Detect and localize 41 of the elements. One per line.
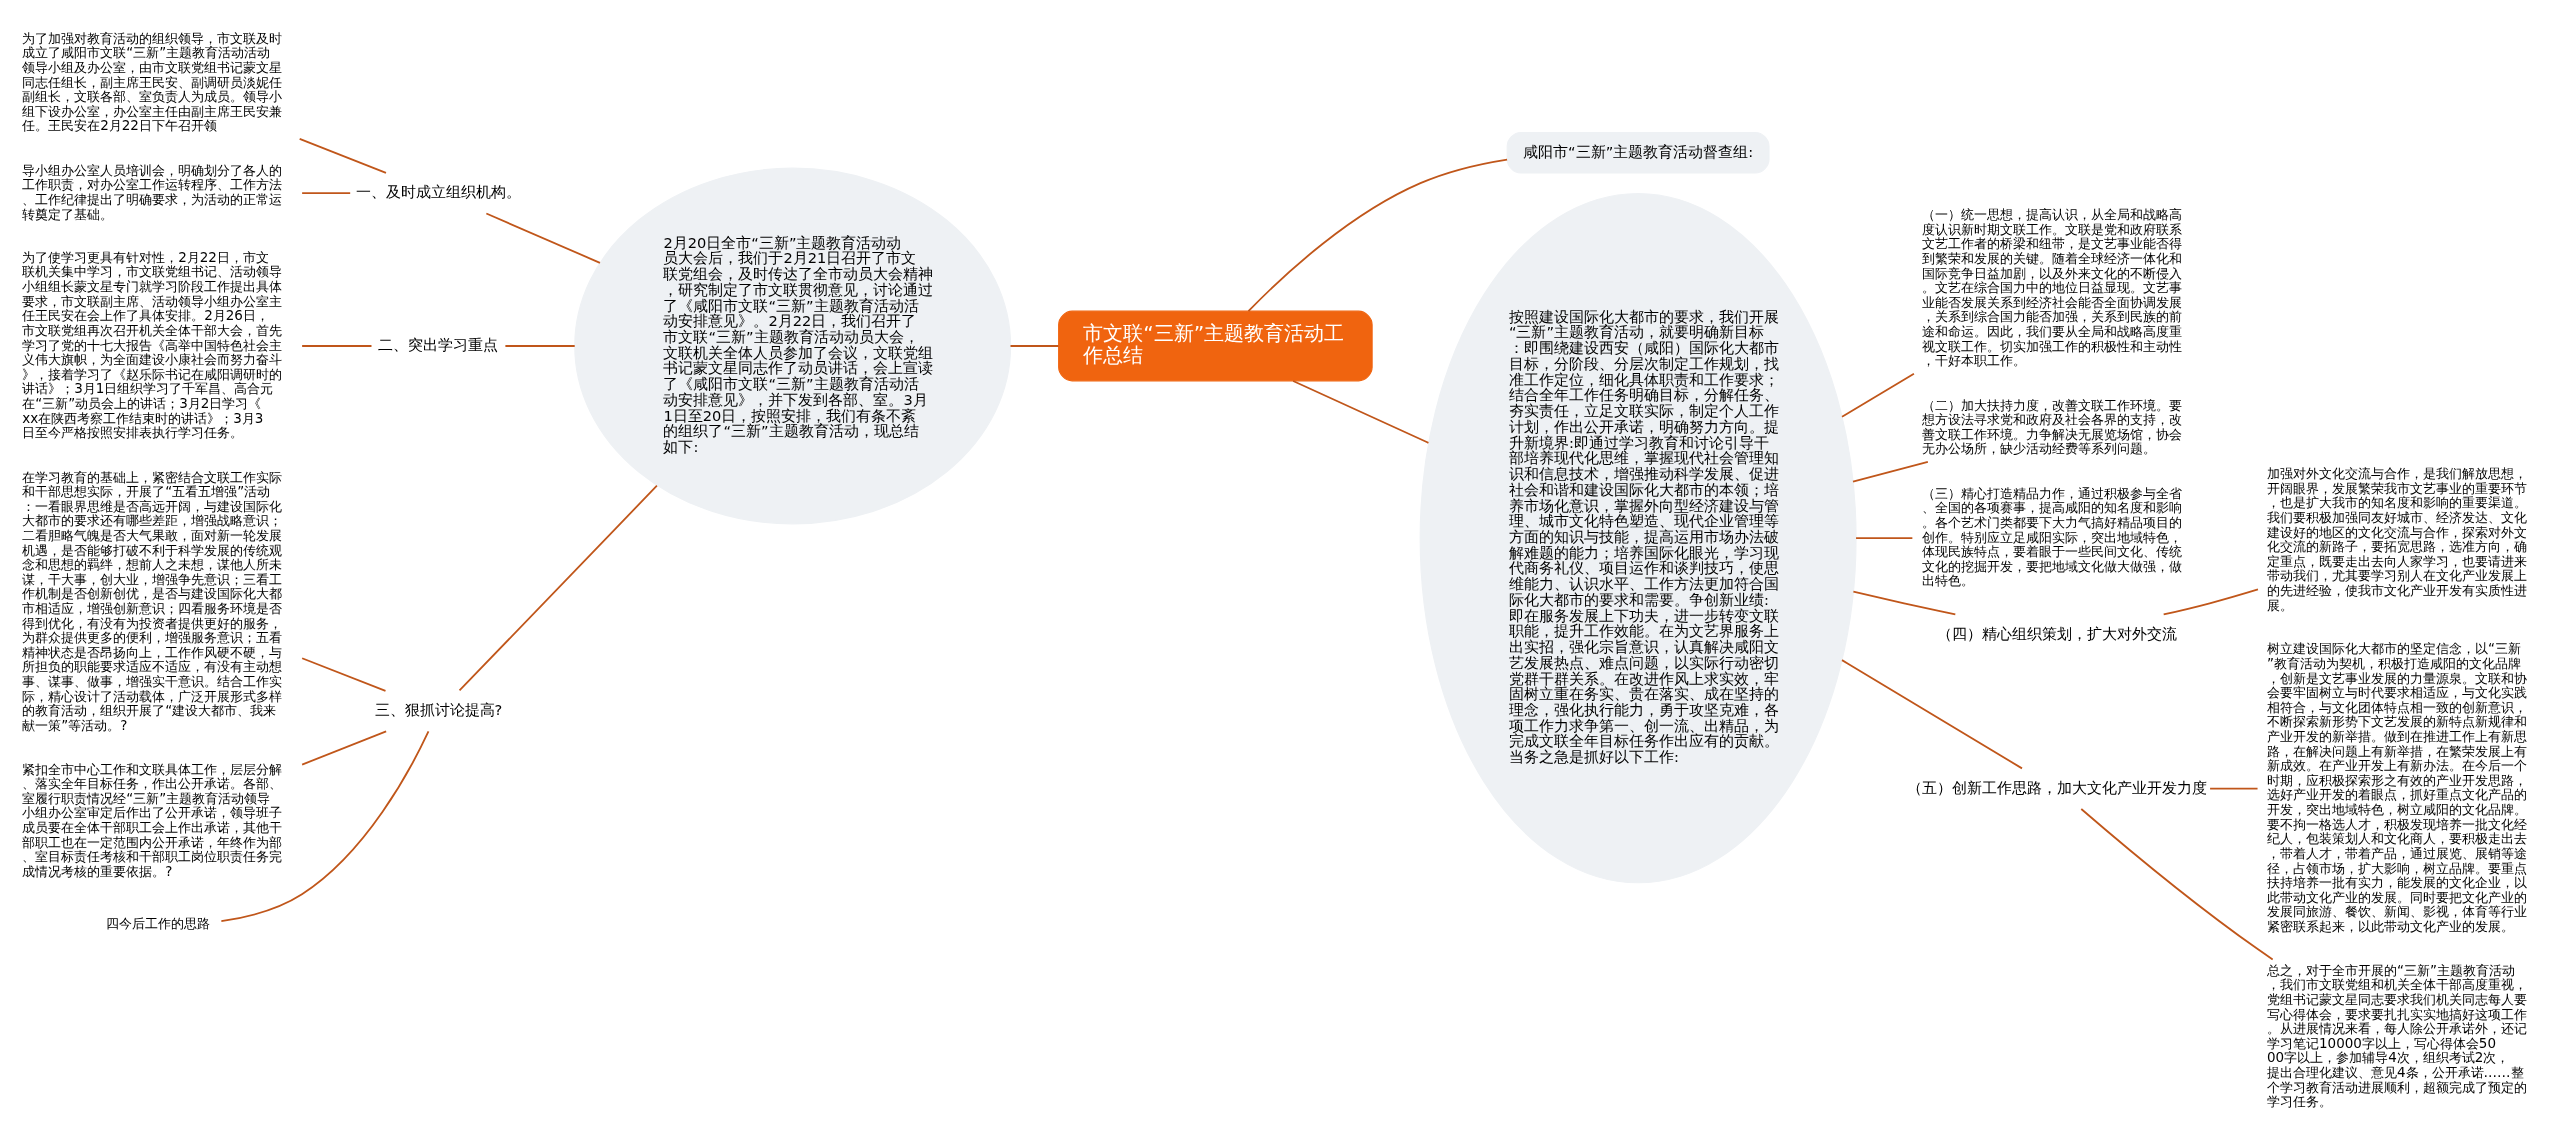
- connector: [1855, 536, 1914, 539]
- connector: [301, 191, 352, 194]
- node-ellipse: 按照建设国际化大都市的要求，我们开展“三新”主题教育活动，就要明确新目标：即围绕建设西安（咸阳）国际化大都市目标，分阶段、分层次制定工作规划，找准工作定位，细化具体职责和工作要求；结合全年工作任务明确目标，分解任务、夯实责任，立足文联实际，制定个人工作计划，作出公开承诺，明确努力方向。提升新境界:即通过学习教育和讨论引导干部培养现代化思维，掌握现代社会管理知识和信息技术，增强推动科学发展、促进社会和谐和建设国际化大都市的本领；培养市场化意识，掌握外向型经济建设与管理、城市文化特色塑造、现代企业管理等方面的知识与技能，提高运用市场办法破解难题的能力；培养国际化眼光，学习现代商务礼仪、项目运作和谈判技巧，使思维能力、认识水平、工作方法更加符合国际化大都市的要求和需要。争创新业绩:即在服务发展上下功夫，进一步转变文联职能，提升工作效能。在为文艺界服务上出实招，强化宗旨意识，认真解决咸阳文艺发展热点、难点问题，以实际行动密切党群干群关系。在改进作风上求实效，牢固树立重在务实、贵在落实、成在坚持的理念，强化执行能力，勇于攻坚克难，各项工作力求争第一、创一流、出精品，为完成文联全年目标任务作出应有的贡献。当务之急是抓好以下工作:: [1419, 192, 1857, 883]
- node-text: 四今后工作的思路: [105, 914, 210, 931]
- node-box: 咸阳市“三新”主题教育活动督查组:: [1506, 131, 1770, 174]
- connector: [301, 656, 387, 692]
- node-text: 总之，对于全市开展的“三新”主题教育活动，我们市文联党组和机关全体干部高度重视，党组书记蒙文星同志要求我们机关同志每人要写心得体会，要求要扎扎实实地搞好这项工作。从进展情况来看，每人除公开承诺外，还记学习笔记10000字以上，写心得体会5000字以上，参加辅导4次，组织考试2次，提出合理化建议、意见4条，公开承诺……整个学习教育活动进展顺利，超额完成了预定的学习任务。: [2267, 961, 2528, 1109]
- connector: [2162, 588, 2259, 615]
- connector: [1247, 158, 1508, 312]
- node-text: 加强对外文化交流与合作，是我们解放思想，开阔眼界，发展繁荣我市文艺事业的重要环节，也是扩大我市的知名度和影响的重要渠道。我们要积极加强同友好城市、经济发达、文化建设好的地区的文化交流与合作，探索对外文化交流的新路子，要拓宽思路，选准方向，确定重点，既要走出去向人家学习，也要请进来带动我们，尤其要学习别人在文化产业发展上的先进经验，使我市文化产业开发有实质性进展。: [2267, 464, 2528, 613]
- connector: [485, 212, 601, 264]
- node-text: 紧扣全市中心工作和文联具体工作，层层分解、落实全年目标任务，作出公开承诺。各部、室履行职责情况经“三新”主题教育活动领导小组办公室审定后作出了公开承诺，领导班子成员要在全体干部职工会上作出承诺，其他干部职工也在一定范围内公开承诺，年终作为部、室目标责任考核和干部职工岗位职责任务完成情况考核的重要依据。?: [22, 760, 283, 879]
- node-ellipse: 2月20日全市“三新”主题教育活动动员大会后，我们于2月21日召开了市文联党组会，及时传达了全市动员大会精神，研究制定了市文联贯彻意见，讨论通过了《咸阳市文联“三新”主题教育活动活动安排意见》。2月22日，我们召开了市文联“三新”主题教育活动动员大会，文联机关全体人员参加了会议，文联党组书记蒙文星同志作了动员讲话，会上宣读了《咸阳市文联“三新”主题教育活动活动安排意见》，并下发到各部、室。3月1日至20日，按照安排，我们有条不紊的组织了“三新”主题教育活动，现总结如下:: [574, 167, 1012, 524]
- node-text: 为了加强对教育活动的组织领导，市文联及时成立了咸阳市文联“三新”主题教育活动活动领导小组及办公室，由市文联党组书记蒙文星同志任组长，副主席王民安、副调研员淡妮任副组长，文联各部、室负责人为成员。领导小组下设办公室，办公室主任由副主席王民安兼任。王民安在2月22日下午召开领: [22, 29, 283, 133]
- node-text: （三）精心打造精品力作，通过积极参与全省、全国的各项赛事，提高咸阳的知名度和影响。各个艺术门类都要下大力气搞好精品项目的创作。特别应立足咸阳实际，突出地域特色，体现民族特点，要着眼于一些民间文化、传统文化的挖掘开发，要把地域文化做大做强，做出特色。: [1921, 484, 2182, 588]
- connector: [2080, 807, 2274, 960]
- node-text: 二、突出学习重点: [378, 335, 499, 353]
- connector: [1292, 379, 1430, 444]
- connector: [1841, 658, 2023, 769]
- connector: [301, 730, 387, 765]
- connector: [298, 137, 387, 174]
- node-text: 三、狠抓讨论提高?: [374, 700, 503, 718]
- node-text: 为了使学习更具有针对性，2月22日，市文联机关集中学习，市文联党组书记、活动领导小组组长蒙文星专门就学习阶段工作提出具体要求，市文联副主席、活动领导小组办公室主任王民安在会上作了具体安排。2月26日，市文联党组再次召开机关全体干部大会，首先学习了党的十七大报告《高举中国特色社会主义伟大旗帜，为全面建设小康社会而努力奋斗》，接着学习了《赵乐际书记在咸阳调研时的讲话》；3月1日组织学习了千军昌、高合元在“三新”动员会上的讲话；3月2日学习《xx在陕西考察工作结束时的讲话》；3月3日至今严格按照安排表执行学习任务。: [22, 248, 283, 440]
- connector: [1852, 590, 1957, 615]
- node-text: （一）统一思想，提高认识，从全局和战略高度认识新时期文联工作。文联是党和政府联系文艺工作者的桥梁和纽带，是文艺事业能否得到繁荣和发展的关键。随着全球经济一体化和国际竞争日益加剧，以及外来文化的不断侵入。文艺在综合国力中的地位日益显现。文艺事业能否发展关系到经济社会能否全面协调发展，关系到综合国力能否加强，关系到民族的前途和命运。因此，我们要从全局和战略高度重视文联工作。切实加强工作的积极性和主动性，干好本职工作。: [1921, 205, 2182, 368]
- connector: [458, 484, 658, 691]
- node-text: （四）精心组织策划，扩大对外交流: [1936, 624, 2177, 642]
- node-text: 在学习教育的基础上，紧密结合文联工作实际和干部思想实际，开展了“五看五增强”活动：一看眼界思维是否高远开阔，与建设国际化大都市的要求还有哪些差距，增强战略意识；二看胆略气魄是否大气果敢，面对新一轮发展机遇，是否能够打破不利于科学发展的传统观念和思想的羁绊，想前人之未想，谋他人所未谋，干大事，创大业，增强争先意识；三看工作机制是否创新创优，是否与建设国际化大都市相适应，增强创新意识；四看服务环境是否得到优化，有没有为投资者提供更好的服务，为群众提供更多的便利，增强服务意识；五看精神状态是否昂扬向上，工作作风硬不硬，与所担负的职能要求适应不适应，有没有主动想事、谋事、做事，增强实干意识。结合工作实际，精心设计了活动载体，广泛开展形式多样的教育活动，组织开展了“建设大都市、我来献一策”等活动。?: [22, 468, 283, 733]
- connector: [220, 730, 430, 922]
- node-text: 一、及时成立组织机构。: [355, 182, 521, 200]
- node-text: （二）加大扶持力度，改善文联工作环境。要想方设法寻求党和政府及社会各界的支持，改善文联工作环境。力争解决无展览场馆，协会无办公场所，缺少活动经费等系列问题。: [1921, 396, 2182, 456]
- node-text: 树立建设国际化大都市的坚定信念，以“三新”教育活动为契机，积极打造咸阳的文化品牌，创新是文艺事业发展的力量源泉。文联和协会要牢固树立与时代要求相适应，与文化实践相符合，与文化团体特点相一致的创新意识，不断探索新形势下文艺发展的新特点新规律和产业开发的新举措。做到在推进工作上有新思路，在解决问题上有新举措，在繁荣发展上有新成效。在产业开发上有新办法。在今后一个时期，应积极探索形之有效的产业开发思路，选好产业开发的着眼点，抓好重点文化产品的开发，突出地域特色，树立咸阳的文化品牌。要不拘一格选人才，积极发现培养一批文化经纪人，包装策划人和文化商人，要积极走出去，带着人才，带着产品，通过展览、展销等途径，占领市场，扩大影响，树立品牌。要重点扶持培养一批有实力，能发展的文化企业，以此带动文化产业的发展。同时要把文化产业的发展同旅游、餐饮、新闻、影视，体育等行业紧密联系起来，以此带动文化产业的发展。: [2267, 639, 2528, 934]
- connector: [504, 344, 576, 347]
- connector: [1009, 344, 1060, 347]
- node-text: （五）创新工作思路，加大文化产业开发力度: [1906, 778, 2207, 795]
- connector: [2209, 787, 2259, 790]
- node-box: 市文联“三新”主题教育活动工作总结: [1058, 310, 1373, 381]
- connector: [301, 344, 373, 347]
- connector: [1841, 372, 1915, 418]
- connector: [1852, 460, 1929, 483]
- node-text: 导小组办公室人员培训会，明确划分了各人的工作职责，对办公室工作运转程序、工作方法、工作纪律提出了明确要求，为活动的正常运转奠定了基础。: [22, 161, 283, 222]
